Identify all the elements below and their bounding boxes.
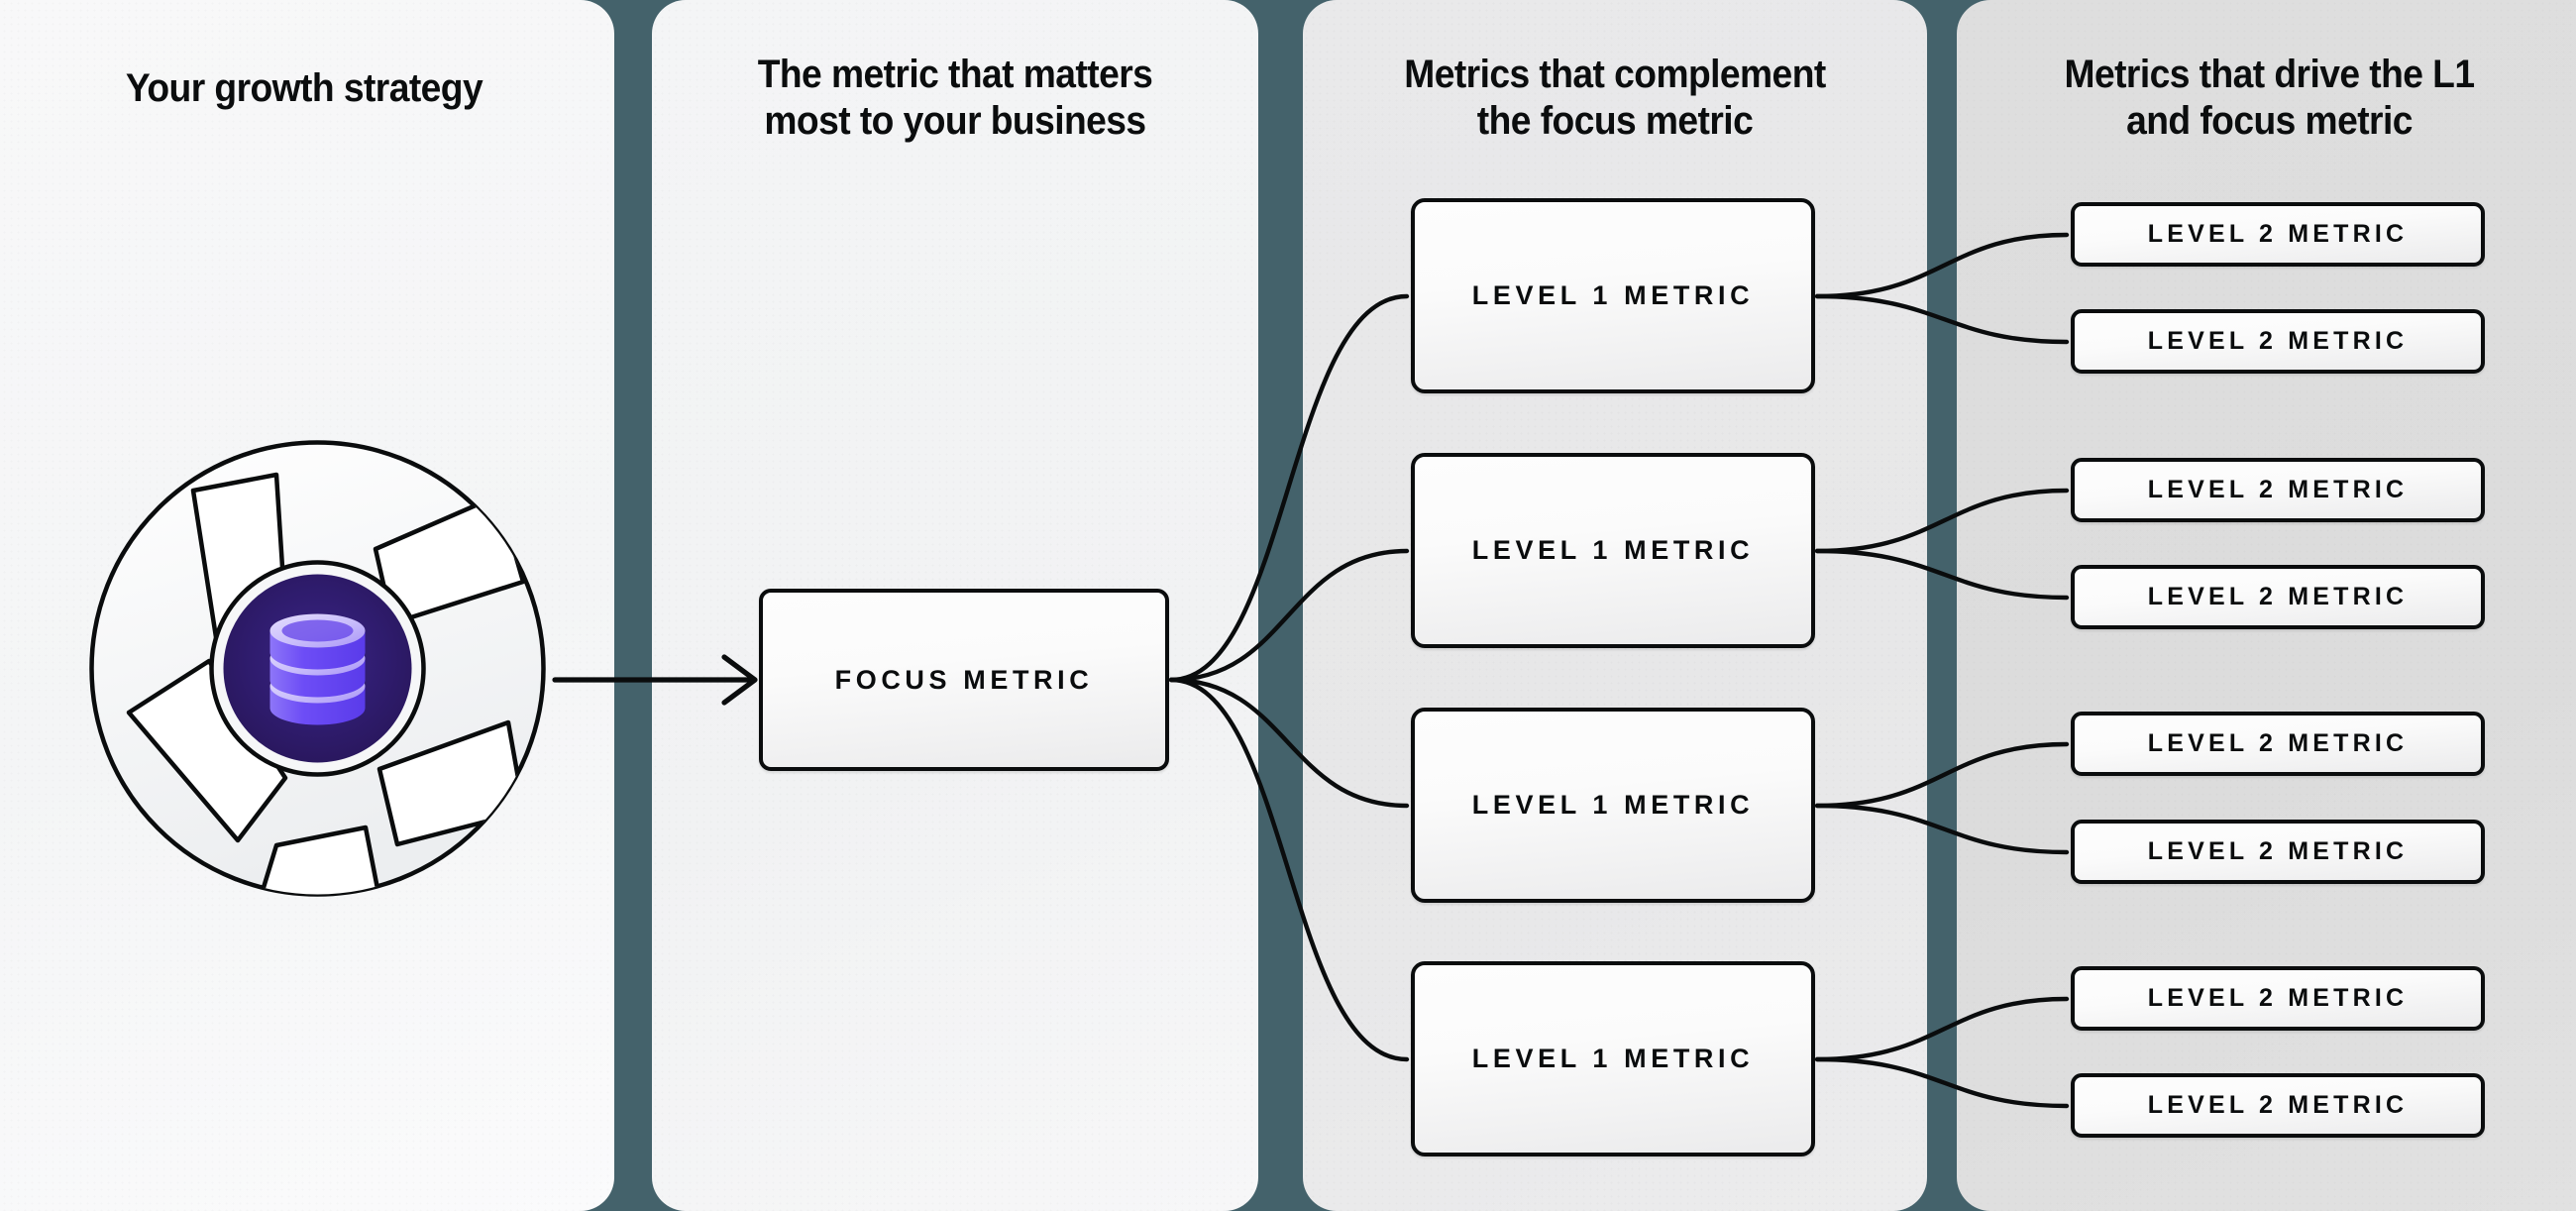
level-2-metric-label: LEVEL 2 METRIC: [2147, 1091, 2409, 1119]
level-1-metric-label: LEVEL 1 METRIC: [1471, 790, 1755, 820]
database-stack-icon: [269, 613, 366, 725]
level-1-metric-node[interactable]: LEVEL 1 METRIC: [1411, 198, 1815, 393]
aperture-blade: [256, 825, 382, 895]
focus-metric-node[interactable]: FOCUS METRIC: [759, 589, 1169, 771]
aperture-blades: [126, 472, 527, 895]
column-title-focus-metric: The metric that matters most to your bus…: [673, 52, 1236, 145]
level-1-metric-node[interactable]: LEVEL 1 METRIC: [1411, 453, 1815, 648]
column-title-line: and focus metric: [2126, 99, 2413, 144]
level-2-metric-label: LEVEL 2 METRIC: [2147, 583, 2409, 610]
level-1-metric-label: LEVEL 1 METRIC: [1471, 280, 1755, 310]
focus-metric-label: FOCUS METRIC: [834, 664, 1094, 695]
column-title-level-1: Metrics that complement the focus metric: [1325, 52, 1905, 145]
level-1-metric-label: LEVEL 1 METRIC: [1471, 1044, 1755, 1073]
column-title-level-2: Metrics that drive the L1 and focus metr…: [1979, 52, 2560, 145]
level-2-metric-label: LEVEL 2 METRIC: [2147, 729, 2409, 757]
column-title-line: The metric that matters: [757, 53, 1153, 96]
column-title-line: Your growth strategy: [125, 66, 483, 110]
level-2-metric-node[interactable]: LEVEL 2 METRIC: [2071, 712, 2485, 776]
level-1-metric-node[interactable]: LEVEL 1 METRIC: [1411, 708, 1815, 903]
level-2-metric-label: LEVEL 2 METRIC: [2147, 984, 2409, 1012]
column-title-line: Metrics that complement: [1404, 53, 1826, 96]
level-2-metric-node[interactable]: LEVEL 2 METRIC: [2071, 820, 2485, 884]
level-1-metric-label: LEVEL 1 METRIC: [1471, 535, 1755, 565]
level-1-metric-node[interactable]: LEVEL 1 METRIC: [1411, 961, 1815, 1156]
column-title-line: the focus metric: [1476, 99, 1754, 144]
aperture-blade: [126, 658, 288, 843]
column-title-growth-strategy: Your growth strategy: [16, 65, 592, 112]
growth-strategy-aperture-graphic: [89, 440, 546, 897]
level-2-metric-node[interactable]: LEVEL 2 METRIC: [2071, 458, 2485, 522]
level-2-metric-node[interactable]: LEVEL 2 METRIC: [2071, 1073, 2485, 1138]
level-2-metric-node[interactable]: LEVEL 2 METRIC: [2071, 309, 2485, 374]
level-2-metric-node[interactable]: LEVEL 2 METRIC: [2071, 202, 2485, 267]
level-2-metric-node[interactable]: LEVEL 2 METRIC: [2071, 565, 2485, 629]
level-2-metric-label: LEVEL 2 METRIC: [2147, 476, 2409, 503]
column-title-line: Metrics that drive the L1: [2064, 53, 2476, 96]
level-2-metric-label: LEVEL 2 METRIC: [2147, 220, 2409, 248]
column-title-line: most to your business: [764, 99, 1146, 144]
level-2-metric-label: LEVEL 2 METRIC: [2147, 327, 2409, 355]
level-2-metric-label: LEVEL 2 METRIC: [2147, 837, 2409, 865]
level-2-metric-node[interactable]: LEVEL 2 METRIC: [2071, 966, 2485, 1031]
